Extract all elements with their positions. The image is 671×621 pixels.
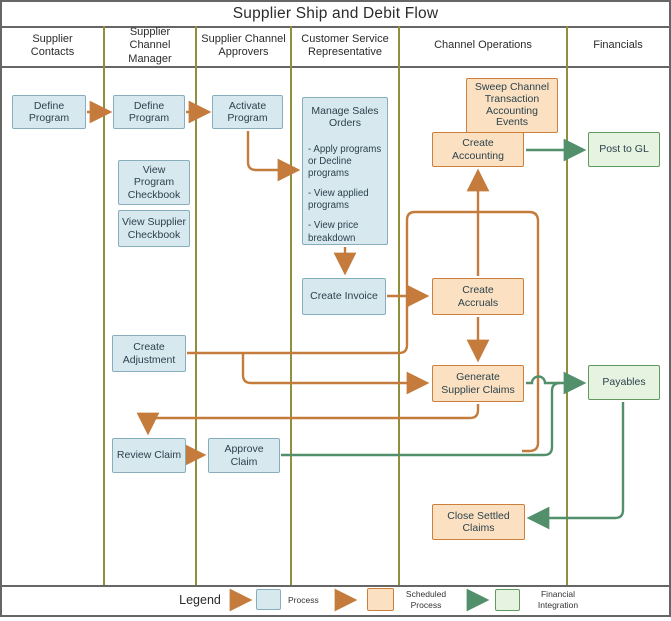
frame-left [0, 0, 2, 617]
node-post-to-gl: Post to GL [588, 132, 660, 167]
legend-separator [2, 585, 669, 587]
lane-header-supplier-contacts: Supplier Contacts [30, 32, 75, 58]
manage-sales-orders-title: Manage Sales Orders [311, 105, 379, 130]
node-create-invoice: Create Invoice [302, 278, 386, 315]
lane-divider [566, 26, 568, 585]
lane-divider [195, 26, 197, 585]
node-view-program-checkbook: View Program Checkbook [118, 160, 190, 205]
legend-scheduled-swatch [367, 588, 394, 611]
manage-sales-orders-bullet: - View applied programs [308, 188, 369, 212]
legend-process-swatch [256, 589, 281, 610]
manage-sales-orders-bullet: - Apply programs or Decline programs [308, 143, 382, 179]
edge-merge-into-create-accruals [405, 294, 420, 309]
node-activate-program: Activate Program [212, 95, 283, 129]
header-separator [2, 66, 669, 68]
edge-create-adjustment-and-claim-loop [187, 210, 540, 453]
lane-divider [290, 26, 292, 585]
node-create-accounting: Create Accounting [432, 132, 524, 167]
lane-header-channel-operations: Channel Operations [434, 39, 532, 52]
node-create-accruals: Create Accruals [432, 278, 524, 315]
node-close-settled-claims: Close Settled Claims [432, 504, 525, 540]
title-separator [2, 26, 669, 28]
node-create-adjustment: Create Adjustment [112, 335, 186, 372]
node-payables: Payables [588, 365, 660, 400]
legend-process-label: Process [288, 594, 319, 605]
lane-divider [103, 26, 105, 585]
manage-sales-orders-bullet: - View price breakdown [308, 220, 359, 244]
legend-title: Legend [179, 593, 221, 607]
lane-header-supplier-channel-approvers: Supplier Channel Approvers [201, 32, 286, 58]
lane-header-customer-service-representative: Customer Service Representative [301, 32, 389, 58]
edge-generate-supplier-claims-to-review-claim [136, 404, 480, 436]
node-manage-sales-orders: Manage Sales Orders - Apply programs or … [302, 97, 388, 245]
diagram-title: Supplier Ship and Debit Flow [232, 5, 439, 22]
edge-generate-supplier-claims-to-payables [526, 371, 587, 395]
node-generate-supplier-claims: Generate Supplier Claims [432, 365, 524, 402]
frame-top [0, 0, 671, 2]
node-review-claim: Review Claim [112, 438, 186, 473]
legend-scheduled-label: Scheduled Process [405, 589, 447, 610]
legend-financial-swatch [495, 589, 520, 611]
legend-financial-label: Financial Integration [537, 589, 579, 610]
lane-header-financials: Financials [593, 39, 643, 52]
edge-payables-to-close-settled-claims [526, 402, 625, 530]
lane-header-supplier-channel-manager: Supplier Channel Manager [128, 26, 172, 65]
node-define-program-manager: Define Program [113, 95, 185, 129]
frame-bottom [0, 615, 671, 617]
node-approve-claim: Approve Claim [208, 438, 280, 473]
frame-right [669, 0, 671, 617]
node-define-program-supplier: Define Program [12, 95, 86, 129]
node-sweep-channel-transaction-accounting-events: Sweep Channel Transaction Accounting Eve… [466, 78, 558, 133]
lane-divider [398, 26, 400, 585]
node-view-supplier-checkbook: View Supplier Checkbook [118, 210, 190, 247]
